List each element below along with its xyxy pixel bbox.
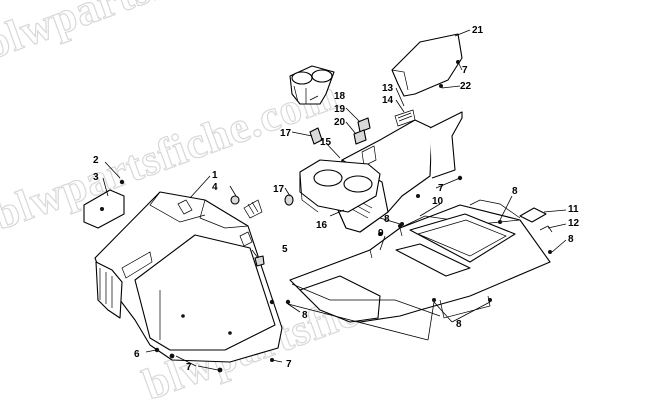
callout-4: 4: [212, 182, 218, 193]
callout-3: 3: [93, 172, 99, 183]
callout-16: 16: [316, 220, 328, 231]
screw-near-console: [416, 194, 420, 198]
callout-7-bottom-right: 7: [286, 359, 292, 370]
fastener-part-4: [230, 195, 263, 219]
callout-2: 2: [93, 155, 99, 166]
lid-part-21: [391, 33, 463, 97]
callout-8-top-right: 8: [512, 186, 518, 197]
leader-lines: [102, 29, 567, 371]
callout-17-lower: 17: [273, 184, 285, 195]
front-panel-part-1: [94, 191, 283, 363]
screw-8: [398, 224, 402, 228]
callout-20: 20: [334, 117, 346, 128]
cup-insert-part-18: [289, 65, 335, 105]
screw-7b: [217, 367, 223, 373]
callout-8-center: 8: [384, 214, 390, 225]
callout-1: 1: [212, 170, 218, 181]
callout-22: 22: [460, 81, 472, 92]
watermark-1: blwpartsfiche.com: [0, 0, 334, 69]
callout-19: 19: [334, 104, 346, 115]
callout-7-console: 7: [438, 183, 444, 194]
callout-13: 13: [382, 83, 394, 94]
floor-pan-part-10: [269, 199, 552, 323]
callout-8-bottom: 8: [456, 319, 462, 330]
callout-17-upper: 17: [280, 128, 292, 139]
fastener-part-5: [254, 255, 265, 267]
cup-holder-part-15: [299, 159, 381, 213]
grommet-part-17a: [309, 127, 323, 145]
callout-12: 12: [568, 218, 580, 229]
callout-10: 10: [432, 196, 444, 207]
clip-part-20: [353, 129, 367, 145]
screw-7a: [169, 353, 175, 359]
callout-8-right: 8: [568, 234, 574, 245]
bracket-part-11: [519, 207, 553, 233]
callout-8-left: 8: [302, 310, 308, 321]
callout-11: 11: [568, 204, 579, 215]
callout-15: 15: [320, 137, 332, 148]
callout-7-lid: 7: [462, 65, 468, 76]
callout-6: 6: [134, 349, 140, 360]
callout-9: 9: [378, 228, 384, 239]
clip-part-19: [357, 117, 371, 133]
callout-5: 5: [282, 244, 288, 255]
callout-21: 21: [472, 25, 484, 36]
screw-6: [154, 347, 160, 353]
callout-14: 14: [382, 95, 394, 106]
grommet-part-17b: [284, 194, 294, 206]
bracket-part-3: [83, 179, 125, 229]
callout-18: 18: [334, 91, 346, 102]
callout-7-bottom-left: 7: [186, 362, 192, 373]
